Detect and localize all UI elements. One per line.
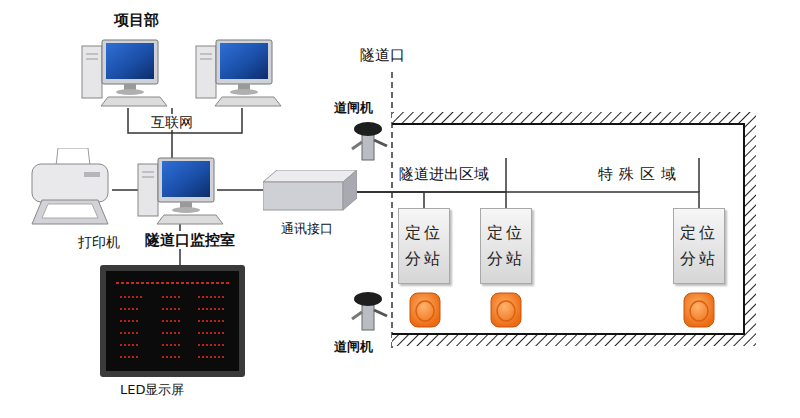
computer-picture	[136, 156, 226, 226]
zone-label: 特殊区域	[598, 165, 682, 183]
gate-label: 道闸机	[334, 339, 373, 355]
computer-drawing	[194, 38, 284, 108]
locator-tag	[684, 293, 714, 327]
led-picture	[100, 265, 245, 377]
printer-picture	[28, 148, 112, 228]
tunnel-inner-edge	[392, 124, 744, 334]
positioning-station: 定位 分站	[480, 208, 532, 284]
network-bracket	[128, 108, 242, 133]
computer-picture	[194, 38, 284, 108]
connector-label: 互联网	[148, 114, 196, 131]
tunnel-wall	[392, 334, 756, 346]
tunnel-wall	[392, 112, 756, 124]
station-label: 定位 分站	[485, 220, 527, 271]
printer-drawing	[28, 148, 112, 228]
computer-drawing	[136, 156, 226, 226]
gate-label: 道闸机	[334, 100, 373, 116]
entrance-label: 隧道口	[360, 46, 405, 64]
station-label: 定位 分站	[403, 220, 445, 271]
node-label: 项目部	[112, 11, 161, 29]
monitor-room-node: 隧道口监控室	[145, 158, 217, 224]
gate-symbol	[352, 292, 387, 330]
comm-drawing	[263, 170, 357, 215]
comm-picture	[263, 170, 357, 215]
led-screen-node: LED显示屏	[100, 265, 245, 377]
connector-line	[357, 192, 699, 208]
led-drawing	[100, 265, 245, 377]
connector-line	[357, 192, 424, 208]
node-label: 打印机	[76, 234, 122, 251]
locator-tag	[491, 293, 521, 327]
zone-label: 隧道进出区域	[399, 165, 489, 183]
tunnel-wall	[744, 112, 756, 346]
positioning-station: 定位 分站	[673, 208, 725, 284]
station-label: 定位 分站	[678, 220, 720, 271]
connector-line	[217, 189, 263, 191]
comm-interface-node: 通讯接口	[263, 170, 357, 215]
gate-symbol	[352, 122, 387, 160]
positioning-station: 定位 分站	[398, 208, 450, 284]
region-tick	[505, 158, 507, 192]
node-label: 隧道口监控室	[143, 231, 237, 249]
node-label: LED显示屏	[118, 382, 186, 398]
region-tick	[698, 158, 700, 192]
node-label: 通讯接口	[279, 221, 335, 237]
printer-node: 打印机	[28, 148, 112, 228]
locator-tag	[410, 293, 440, 327]
computer-drawing	[80, 38, 170, 108]
connector-line	[357, 192, 506, 208]
computer-picture	[80, 38, 170, 108]
office-group: 项目部	[78, 36, 284, 108]
